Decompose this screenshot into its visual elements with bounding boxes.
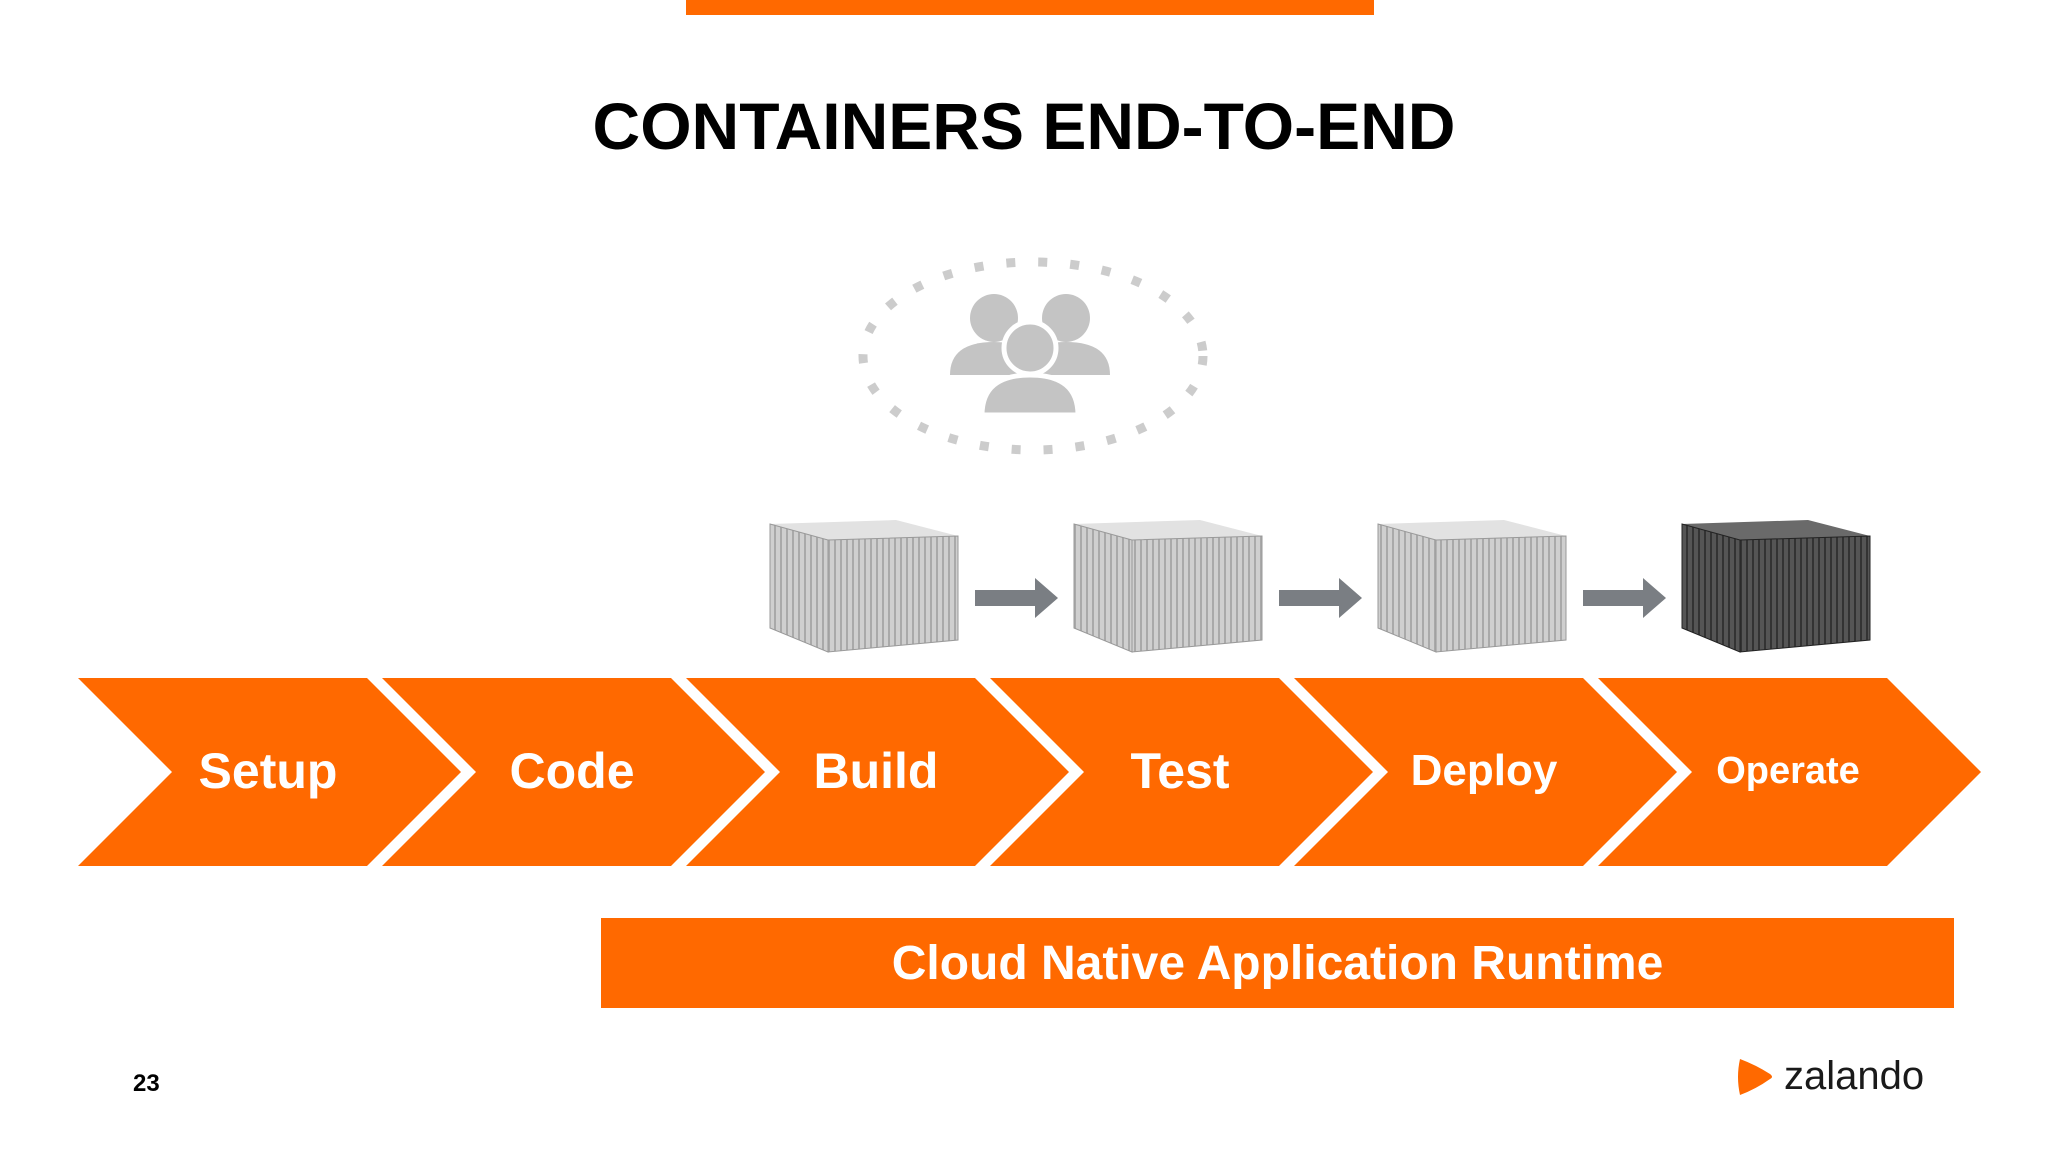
runtime-bar: Cloud Native Application Runtime: [601, 918, 1954, 1008]
chevron-code: [382, 678, 765, 866]
logo-wordmark: zalando: [1784, 1054, 1925, 1098]
step-label-test: Test: [1130, 743, 1229, 799]
zalando-logo-icon: [1738, 1058, 1772, 1095]
team-icon: [858, 257, 1208, 455]
step-label-build: Build: [814, 743, 939, 799]
pipeline-chevrons: [78, 678, 1981, 866]
shipping-container-icon-test: [1073, 520, 1263, 653]
chevron-test: [990, 678, 1373, 866]
step-label-code: Code: [510, 743, 635, 799]
chevron-setup: [78, 678, 461, 866]
runtime-label: Cloud Native Application Runtime: [891, 936, 1664, 990]
step-label-deploy: Deploy: [1411, 746, 1558, 795]
page-number: 23: [133, 1070, 160, 1097]
chevron-deploy: [1294, 678, 1677, 866]
shipping-container-icon-build: [769, 520, 959, 653]
right-arrow-icon: [975, 578, 1666, 618]
chevron-operate: [1598, 678, 1981, 866]
slide-title: CONTAINERS END-TO-END: [592, 89, 1456, 163]
zalando-logo: zalando: [1734, 1054, 1924, 1099]
step-label-setup: Setup: [199, 743, 338, 799]
chevron-build: [686, 678, 1069, 866]
top-accent-bar: [686, 0, 1374, 15]
shipping-container-icon-operate: [1681, 520, 1871, 653]
shipping-container-icon-deploy: [1377, 520, 1567, 653]
step-label-operate: Operate: [1716, 750, 1860, 792]
